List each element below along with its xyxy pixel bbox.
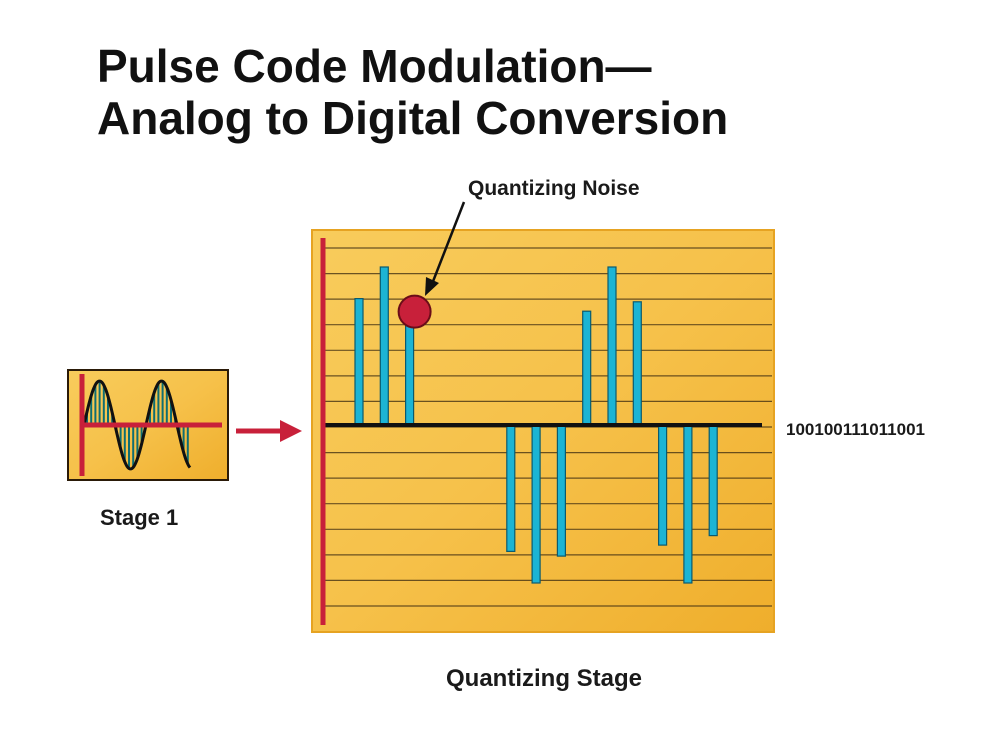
sample-bar	[379, 266, 389, 426]
sample-bar	[607, 266, 617, 426]
sample-bar	[405, 317, 415, 426]
noise-pointer-arrow	[425, 201, 466, 296]
sample-bar	[506, 424, 516, 553]
page-title: Pulse Code Modulation— Analog to Digital…	[97, 40, 728, 144]
quantization-levels	[322, 247, 772, 607]
sample-bar	[683, 424, 693, 584]
stage1-sine-wave	[82, 379, 192, 471]
sample-bar	[531, 424, 541, 584]
sample-bar	[632, 301, 642, 426]
stage1-box	[67, 369, 229, 481]
quantizing-panel-background	[311, 229, 775, 633]
sample-bar	[657, 424, 668, 546]
stage1-label: Stage 1	[100, 505, 179, 530]
title-line-2: Analog to Digital Conversion	[97, 92, 729, 144]
quantizing-stage-label: Quantizing Stage	[446, 665, 643, 692]
title-line-1: Pulse Code Modulation—	[97, 40, 652, 92]
conversion-arrow	[236, 420, 302, 442]
bit-stream-label: 100100111011001	[786, 420, 926, 439]
sample-bar	[582, 310, 592, 426]
sample-bar	[708, 424, 718, 537]
quantizing-panel	[311, 229, 775, 633]
sample-bar	[556, 424, 567, 557]
quantizing-noise-marker	[397, 294, 432, 329]
quantizing-noise-label: Quantizing Noise	[468, 177, 640, 200]
sample-bar	[354, 298, 364, 426]
